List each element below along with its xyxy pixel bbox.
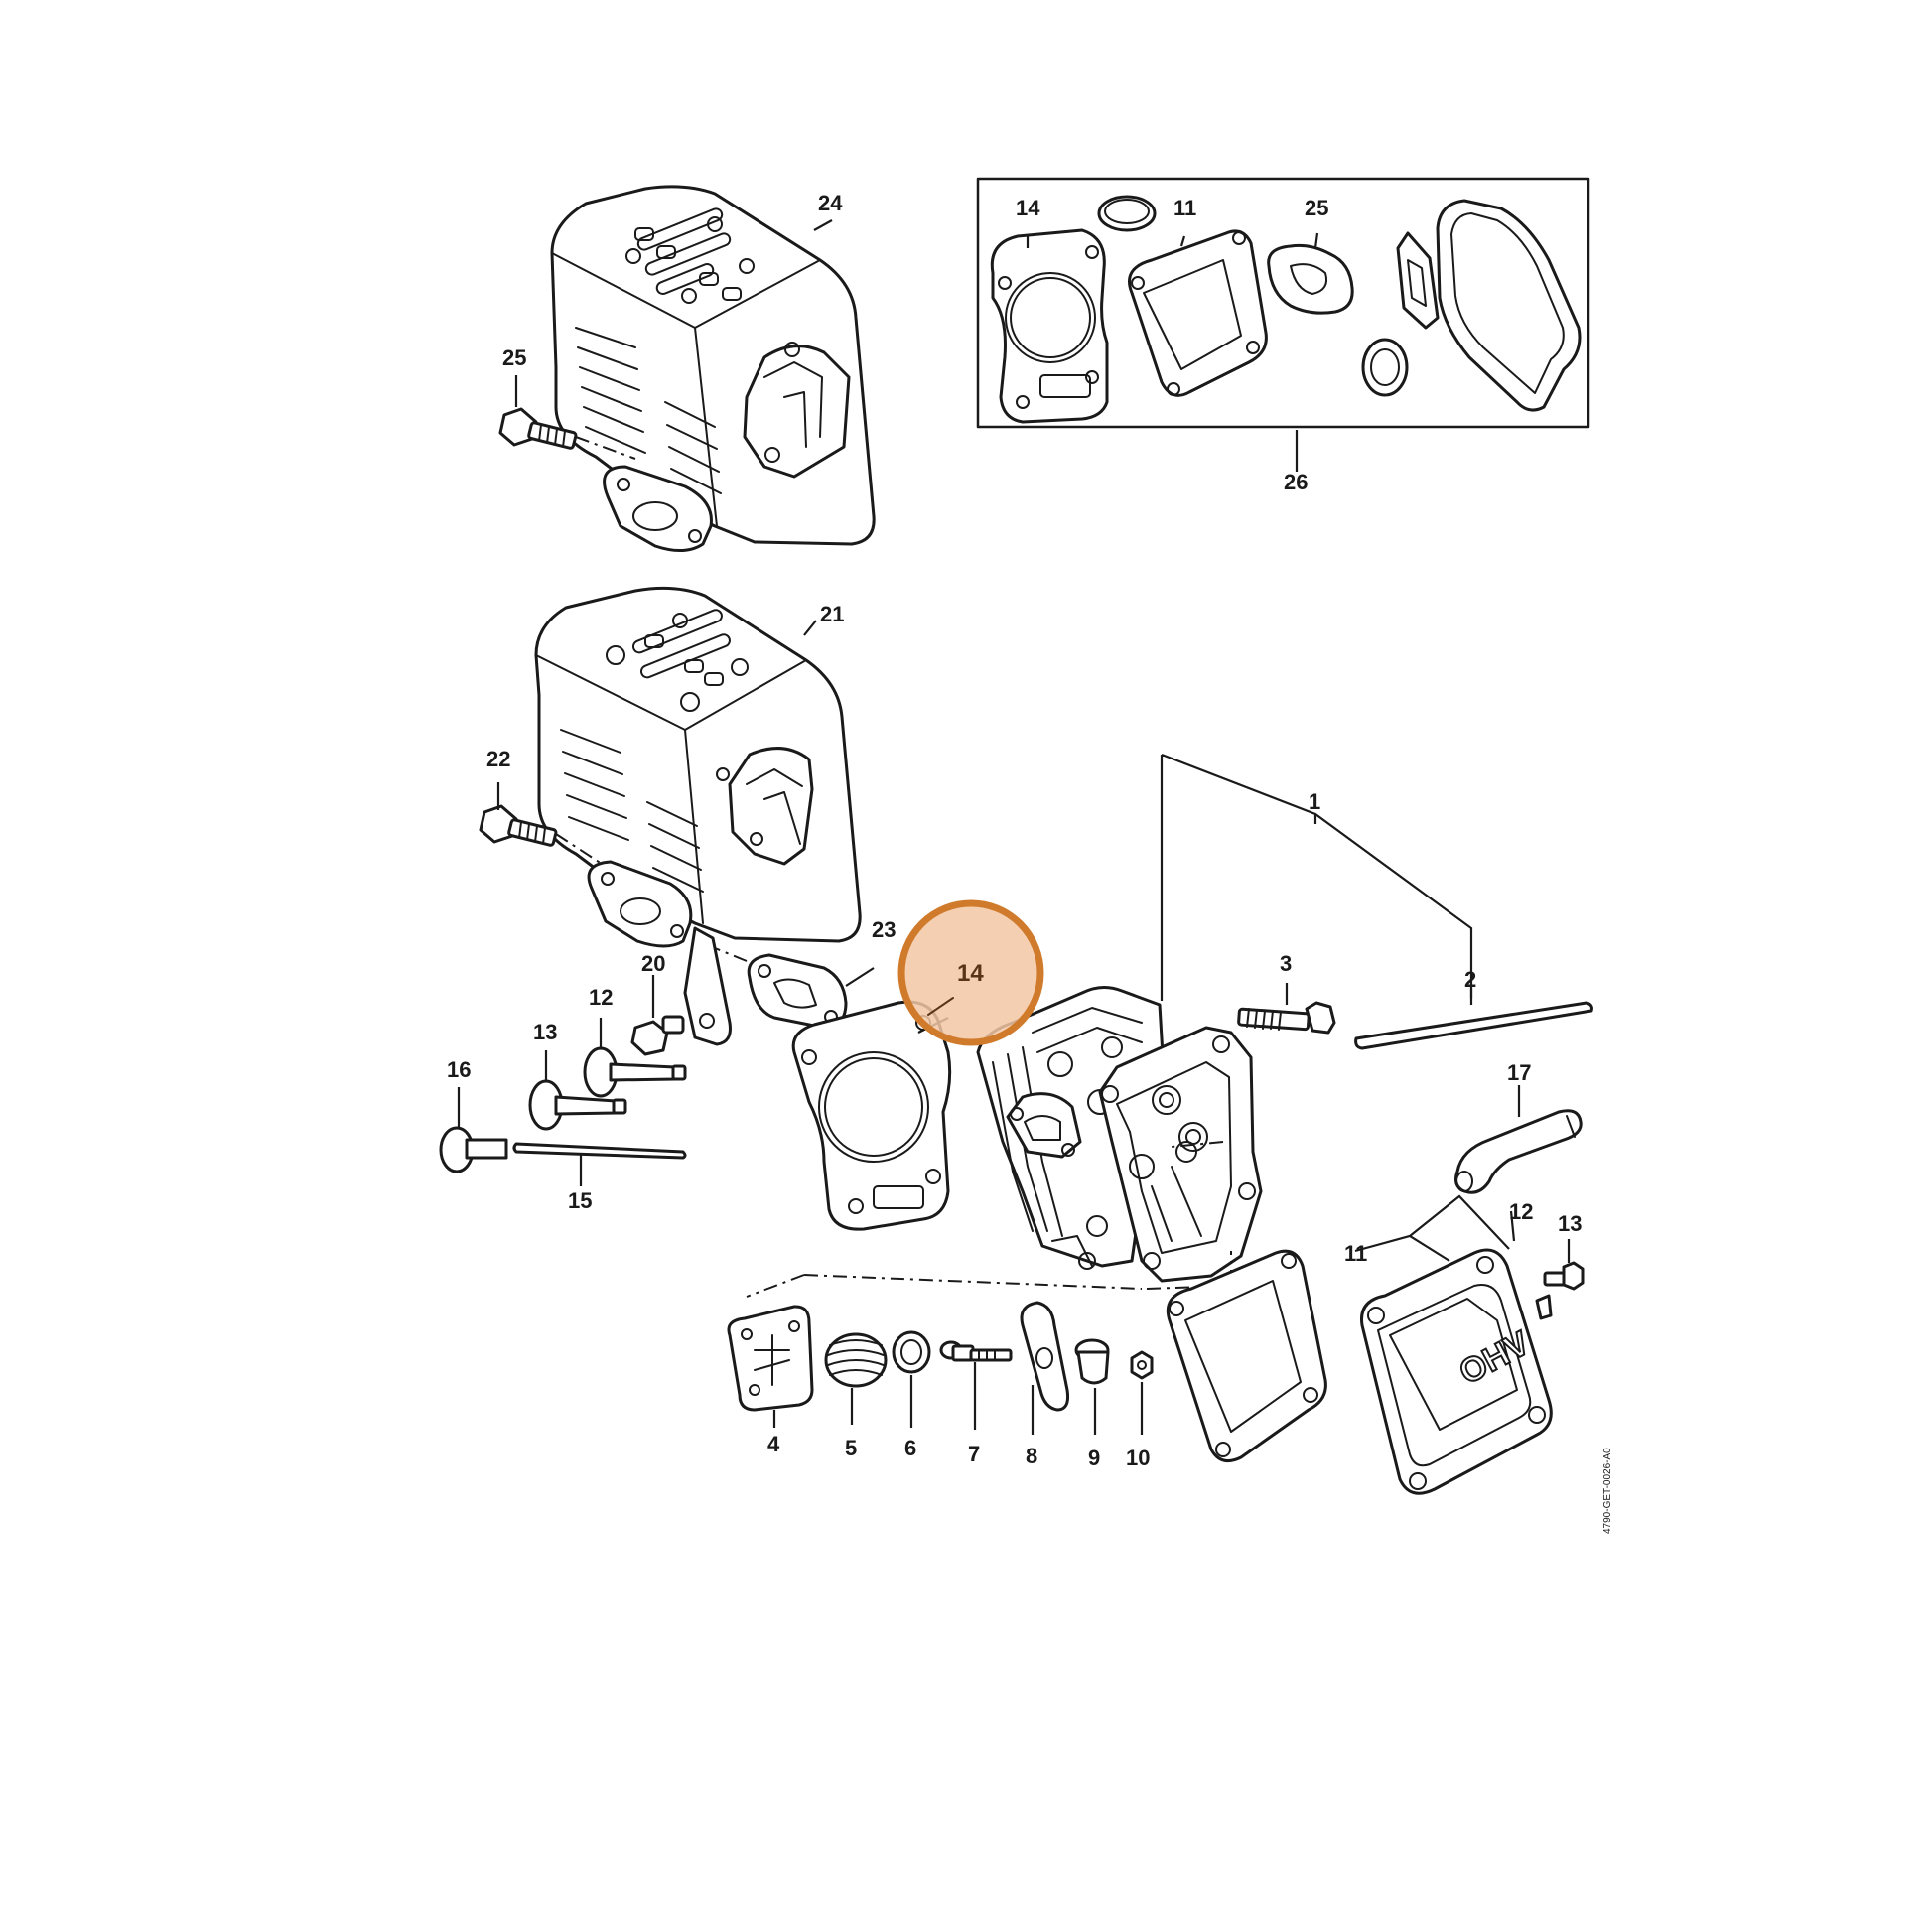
assembly-line (1146, 1251, 1232, 1290)
callout-20[interactable]: 21 (820, 602, 844, 626)
breather-hose-19[interactable] (1454, 1109, 1583, 1194)
callout-10[interactable]: 10 (1126, 1446, 1150, 1470)
callout-6[interactable]: 6 (904, 1436, 916, 1460)
muffler-lower[interactable] (534, 586, 862, 1046)
callout-21[interactable]: 22 (486, 747, 510, 771)
callout-24[interactable]: 25 (502, 345, 526, 370)
exhaust-gasket-25[interactable] (714, 947, 848, 1030)
bolt-24[interactable] (498, 407, 636, 460)
callout-kit-11[interactable]: 11 (1173, 196, 1196, 220)
callout-18[interactable]: 16 (447, 1057, 471, 1082)
nut-10[interactable] (1130, 1350, 1154, 1380)
callout-11[interactable]: 11 (1344, 1241, 1367, 1266)
callout-16[interactable]: 13 (533, 1020, 557, 1044)
callout-12[interactable]: 12 (1509, 1199, 1533, 1224)
head-bolt-3[interactable] (1237, 1001, 1336, 1035)
retainer-6[interactable] (892, 1330, 931, 1374)
muffler-upper[interactable] (550, 185, 876, 552)
callout-2[interactable]: 2 (1464, 967, 1476, 992)
rocker-stud-7[interactable] (939, 1340, 1013, 1362)
callout-1[interactable]: 1 (1309, 789, 1320, 814)
callout-8[interactable]: 8 (1026, 1444, 1037, 1468)
callout-4[interactable]: 4 (767, 1432, 780, 1456)
head-gasket-14[interactable] (791, 1000, 952, 1231)
push-rod-2[interactable] (1354, 1001, 1593, 1050)
rocker-gasket-11[interactable] (1166, 1249, 1327, 1463)
leader-lines (457, 219, 1571, 1435)
highlight-marker[interactable]: 14 (897, 899, 1044, 1046)
bolt-13[interactable] (1543, 1261, 1585, 1291)
callout-26[interactable]: 26 (1284, 470, 1308, 494)
rocker-arm-8[interactable] (1020, 1301, 1069, 1412)
callout-9[interactable]: 9 (1088, 1446, 1100, 1470)
valve-18[interactable] (439, 1126, 508, 1173)
callout-3[interactable]: 3 (1280, 951, 1292, 976)
callout-labels: 24 25 21 22 26 14 11 25 1 23 3 2 20 12 1… (447, 191, 1582, 1470)
assembly-line (803, 1274, 1143, 1290)
callout-15[interactable]: 12 (589, 985, 613, 1010)
pivot-9[interactable] (1074, 1338, 1110, 1385)
highlight-callout-14[interactable]: 14 (957, 960, 984, 987)
callout-23[interactable]: 24 (818, 191, 843, 215)
bolt-21[interactable] (479, 804, 603, 865)
callout-17[interactable]: 15 (568, 1188, 592, 1213)
bolt-22[interactable] (630, 1015, 685, 1056)
cylinder-head[interactable] (976, 986, 1263, 1283)
callout-25[interactable]: 23 (872, 917, 896, 942)
highlight-circle[interactable] (897, 899, 1044, 1046)
callout-22[interactable]: 20 (641, 951, 665, 976)
document-code: 4790-GET-0026-A0 (1602, 1448, 1613, 1534)
callout-7[interactable]: 7 (968, 1442, 980, 1466)
assembly-line (1171, 1141, 1224, 1148)
callout-kit-25[interactable]: 25 (1305, 196, 1328, 220)
callout-13[interactable]: 13 (1558, 1211, 1582, 1236)
valve-16[interactable] (528, 1079, 627, 1131)
guide-plate-4[interactable] (727, 1305, 814, 1412)
valve-spring-5[interactable] (824, 1332, 888, 1388)
gasket-kit-box[interactable] (976, 177, 1590, 429)
callout-19[interactable]: 17 (1507, 1060, 1531, 1085)
push-rod-17[interactable] (512, 1142, 687, 1160)
assembly-line (746, 1274, 805, 1298)
callout-5[interactable]: 5 (845, 1436, 857, 1460)
valve-15[interactable] (583, 1046, 687, 1098)
rocker-cover-12[interactable]: OHV (1359, 1248, 1553, 1495)
callout-kit-14[interactable]: 14 (1016, 196, 1040, 220)
